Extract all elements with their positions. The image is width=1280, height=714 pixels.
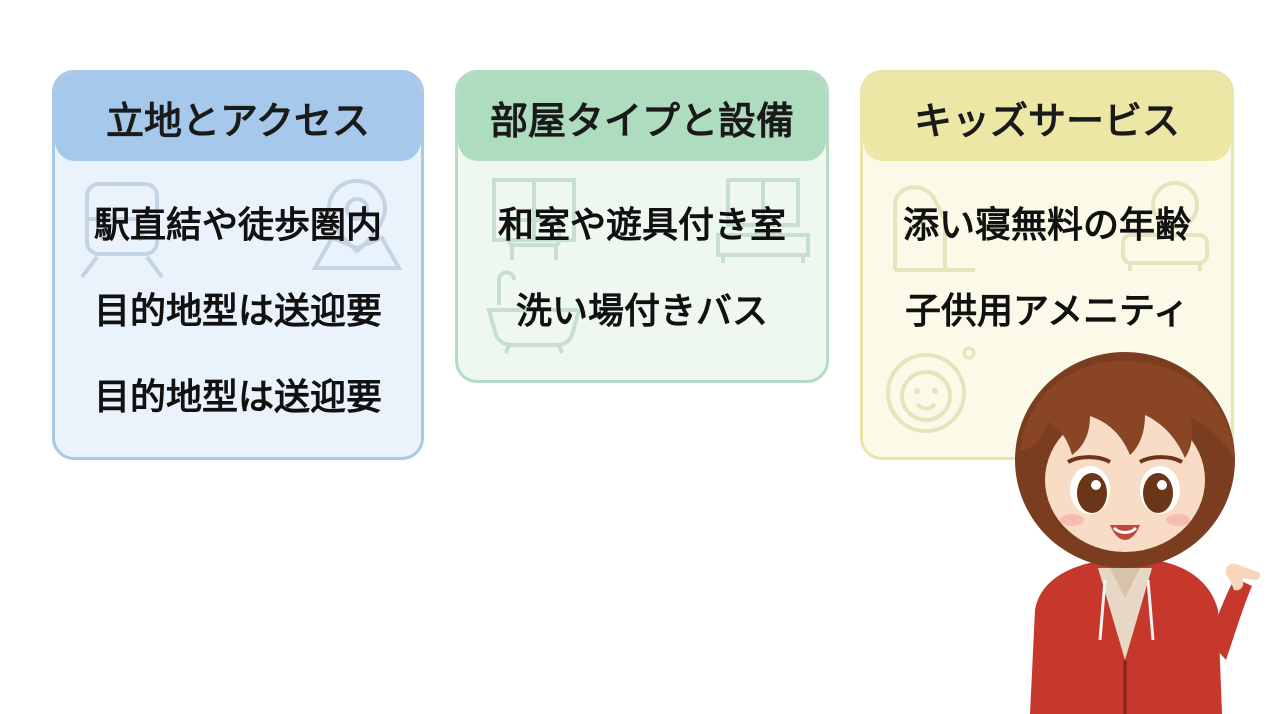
sofa-icon (492, 178, 576, 260)
list-item: 目的地型は送迎要 (93, 377, 382, 418)
list-item: 駅直結や徒歩圏内 (93, 205, 382, 246)
presenter-character (1015, 352, 1260, 714)
baby-face-icon (886, 346, 976, 433)
sofa-icon (1121, 181, 1209, 271)
card-title: 立地とアクセス (55, 73, 421, 161)
bed-icon (716, 178, 810, 263)
list-item: 洗い場付きバス (515, 291, 768, 332)
list-item: 和室や遊具付き室 (497, 205, 786, 246)
bathtub-icon (486, 270, 582, 354)
card-room-type: 部屋タイプと設備 和室や遊具付き室 洗い場付きバス (455, 70, 829, 383)
list-item: 目的地型は送迎要 (93, 291, 382, 332)
train-icon (80, 182, 164, 279)
card-title: 部屋タイプと設備 (458, 73, 826, 161)
list-item: 添い寝無料の年齢 (902, 205, 1191, 246)
list-item: 子供用アメニティ (904, 291, 1190, 332)
card-title: キッズサービス (863, 73, 1231, 161)
bed-icon (893, 185, 975, 272)
map-pin-icon (311, 178, 403, 270)
card-location-access: 立地とアクセス 駅直結や徒歩圏内 目的地型は送迎要 目的地型は送迎要 (52, 70, 424, 460)
